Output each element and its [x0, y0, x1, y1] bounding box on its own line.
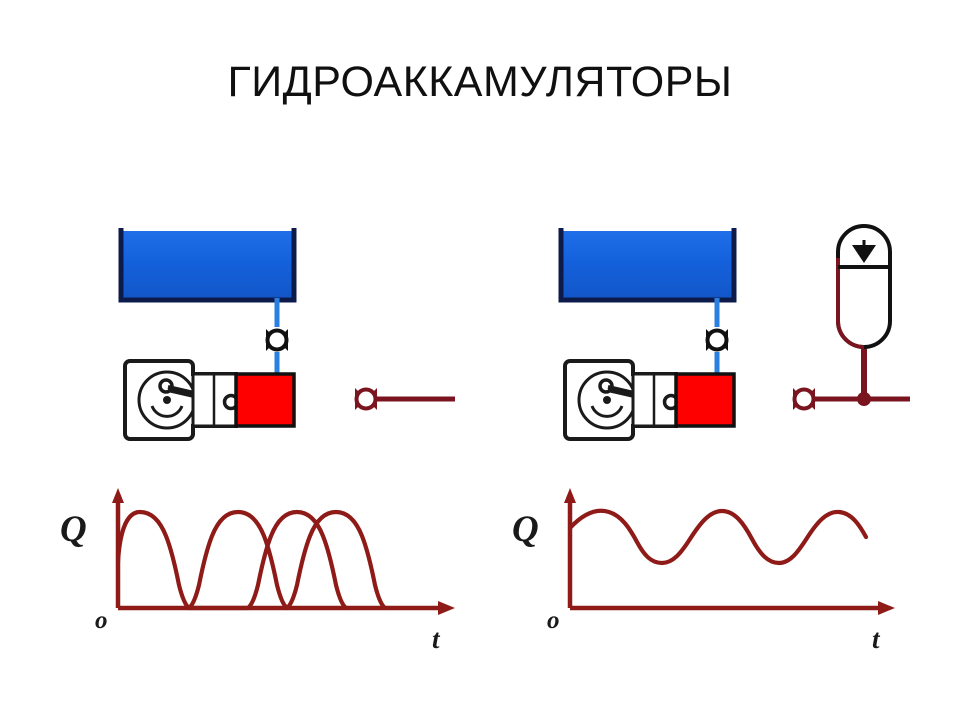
- check-valve-ball-icon: [265, 328, 289, 352]
- reservoir-tank: [118, 228, 297, 303]
- chart-x-axis-arrow-icon: [438, 601, 455, 615]
- chart-curve-pulse-3: [284, 509, 388, 611]
- piston-pump[interactable]: [123, 359, 296, 441]
- tank-outline: [558, 228, 737, 303]
- hydraulic-accumulator[interactable]: [836, 224, 892, 349]
- rotation-arc-icon: [590, 405, 624, 418]
- chart-flow-without-accumulator: Q o t: [60, 488, 455, 654]
- pump-cylinder: [674, 372, 736, 428]
- schematic-with-accumulator: [558, 224, 910, 441]
- chart-flow-with-accumulator: Q o t: [512, 488, 895, 654]
- chart-x-label: t: [872, 624, 881, 654]
- chart-y-label: Q: [60, 509, 87, 550]
- rotation-arc-icon: [150, 405, 184, 418]
- discharge-check-valve[interactable]: [792, 387, 816, 411]
- chart-origin-label: o: [547, 607, 560, 634]
- chart-y-axis-arrow-icon: [112, 488, 124, 503]
- chart-x-axis-arrow-icon: [878, 601, 895, 615]
- accumulator-fluid-side: [836, 258, 865, 349]
- chart-curve-ripple: [567, 508, 869, 566]
- tank-fluid: [121, 231, 294, 298]
- check-valve-ball-icon: [792, 387, 816, 411]
- reservoir-tank: [558, 228, 737, 303]
- flywheel-center-icon: [163, 396, 171, 404]
- chart-x-label: t: [432, 624, 441, 654]
- page-title: ГИДРОАККАМУЛЯТОРЫ: [227, 58, 733, 106]
- schematic-without-accumulator: [118, 228, 455, 441]
- chart-y-label: Q: [512, 509, 539, 550]
- tank-fluid: [561, 231, 734, 298]
- piston-pump[interactable]: [563, 359, 736, 441]
- check-valve-ball-icon: [354, 387, 378, 411]
- suction-check-valve[interactable]: [705, 328, 729, 352]
- tank-outline: [118, 228, 297, 303]
- flywheel-center-icon: [603, 396, 611, 404]
- chart-origin-label: o: [95, 607, 108, 634]
- discharge-check-valve[interactable]: [354, 387, 378, 411]
- suction-check-valve[interactable]: [265, 328, 289, 352]
- pump-cylinder: [234, 372, 296, 428]
- gas-triangle-icon: [852, 245, 876, 263]
- chart-curve-pulse-2: [186, 509, 290, 611]
- chart-y-axis-arrow-icon: [564, 488, 576, 503]
- check-valve-ball-icon: [705, 328, 729, 352]
- tee-junction-dot: [857, 392, 871, 406]
- chart-curve-pulse-1: [115, 509, 349, 611]
